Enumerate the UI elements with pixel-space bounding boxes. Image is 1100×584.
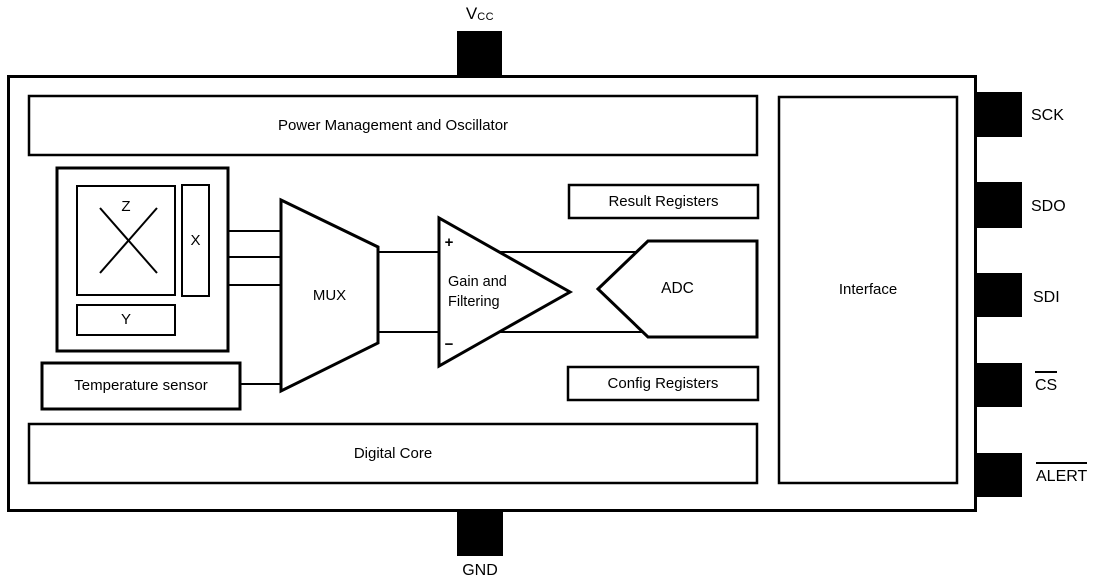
adc-shape [595, 239, 759, 339]
config-registers-label: Config Registers [607, 374, 719, 392]
mux-shape [279, 197, 380, 394]
vcc-label-main: V [465, 3, 478, 23]
result-registers-box [567, 183, 760, 220]
sck-pin-label: SCK [1031, 107, 1064, 125]
sdo-pin-label: SDO [1031, 198, 1066, 216]
amplifier-plus-sign: + [444, 234, 454, 251]
result-registers-label: Result Registers [608, 192, 719, 210]
config-registers-box [566, 365, 760, 402]
sdo-pin [976, 182, 1022, 228]
mux-label: MUX [312, 287, 347, 304]
temperature-sensor-label: Temperature sensor [74, 377, 208, 394]
alert-active-low-overbar: ALERT [1036, 461, 1088, 486]
amplifier-minus-sign: − [444, 336, 454, 353]
amplifier-label: Gain and Filtering [448, 272, 507, 312]
x-axis-box [181, 184, 210, 297]
adc-label: ADC [661, 279, 694, 297]
digital-core-label: Digital Core [353, 444, 433, 462]
interface-label: Interface [838, 281, 898, 298]
z-axis-box [76, 185, 176, 296]
vcc-label-subscript: CC [477, 11, 495, 24]
vcc-pin [457, 31, 502, 77]
interface-box [777, 95, 959, 485]
power-management-box [27, 94, 759, 157]
y-axis-label: Y [120, 311, 131, 328]
amplifier-label-line1: Gain and [448, 274, 507, 290]
amplifier-label-line2: Filtering [448, 294, 500, 310]
amplifier-shape [437, 215, 574, 369]
z-axis-label: Z [121, 198, 131, 215]
sdi-pin [976, 273, 1022, 317]
cs-active-low-overbar: CS [1035, 370, 1058, 395]
z-cross-line-2 [99, 207, 158, 274]
digital-core-box [27, 422, 759, 485]
gnd-pin-label: GND [462, 562, 498, 580]
temperature-sensor-box [40, 361, 242, 411]
gnd-pin [457, 510, 503, 556]
y-axis-box [76, 304, 176, 336]
alert-pin [976, 453, 1022, 497]
sdi-pin-label: SDI [1033, 289, 1060, 307]
sck-pin [976, 92, 1022, 137]
x-axis-label: X [190, 231, 201, 249]
power-management-label: Power Management and Oscillator [277, 116, 509, 134]
cs-pin [976, 363, 1022, 407]
cs-pin-label: CS [1035, 368, 1100, 398]
alert-pin-label: ALERT [1036, 459, 1100, 489]
